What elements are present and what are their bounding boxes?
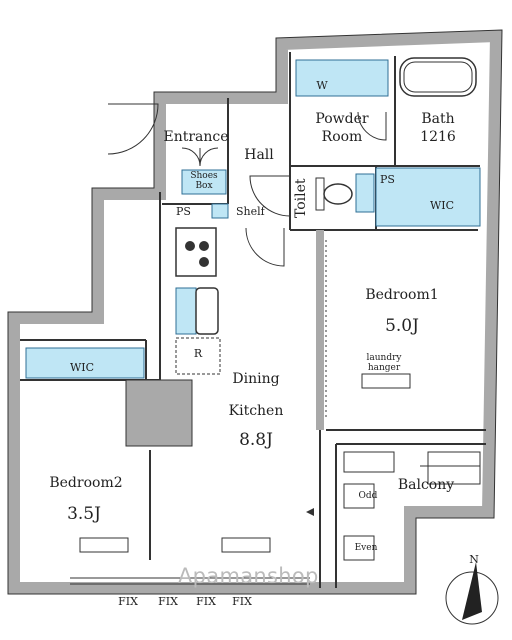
exterior-wall-outline [7,29,503,595]
compass-north-label: N [469,553,479,566]
fix-window-3: FIX [196,595,216,608]
hall-door [249,175,291,217]
bath-label-1: Bath [421,111,455,127]
balcony-label: Balcony [397,477,455,493]
ps-label-kitchen: PS [176,205,191,218]
shoes-box [181,169,227,195]
compass-circle [445,571,499,625]
ps-label-wic: PS [380,173,395,186]
shoes-box-label-2: Box [195,181,213,191]
wic-label-bedroom2: WIC [69,361,95,374]
stove [175,227,217,277]
hall-label: Hall [244,147,274,163]
refrigerator-space [175,337,221,375]
bedroom1-size: 5.0J [385,316,419,336]
even-label: Even [354,543,378,553]
powder-room-label-2: Room [321,129,363,145]
shelf-area [211,203,229,219]
toilet-storage [355,173,375,213]
entrance-door [107,103,159,155]
bedroom2-size: 3.5J [67,504,101,524]
toilet-bowl [323,183,353,205]
bath-label-2: 1216 [420,129,456,145]
watermark: Apamanshop [178,564,319,588]
wic-label-bedroom1: WIC [429,199,455,212]
washer-area [295,59,389,97]
fix-window-4: FIX [232,595,252,608]
fix-window-1: FIX [118,595,138,608]
partition-wall [316,230,324,430]
bedroom1-label: Bedroom1 [365,287,439,303]
shoes-box-label-1: Shoes [190,171,218,181]
wic-bedroom1 [375,167,481,227]
kitchen-sink [195,287,219,335]
washer-label: W [316,79,328,92]
kitchen-label: Kitchen [228,403,284,419]
toilet-label: Toilet [293,178,309,218]
bedroom2-label: Bedroom2 [49,475,123,491]
laundry-hanger-label-1: laundry [366,353,402,363]
compass-needle [462,562,482,620]
entrance-label: Entrance [163,129,229,145]
odd-label: Odd [358,491,378,501]
fix-window-2: FIX [158,595,178,608]
exterior-wall [8,29,503,594]
shelf-label: Shelf [236,205,265,218]
wic-bedroom2 [25,347,145,379]
laundry-hanger-label-2: hanger [367,363,401,373]
powder-room-label-1: Powder [315,111,369,127]
refrigerator-label: R [193,347,203,360]
sink-area [175,287,197,335]
column [125,379,193,447]
dining-label: Dining [232,371,280,387]
dining-size: 8.8J [239,430,273,450]
bath-tub [399,57,477,97]
